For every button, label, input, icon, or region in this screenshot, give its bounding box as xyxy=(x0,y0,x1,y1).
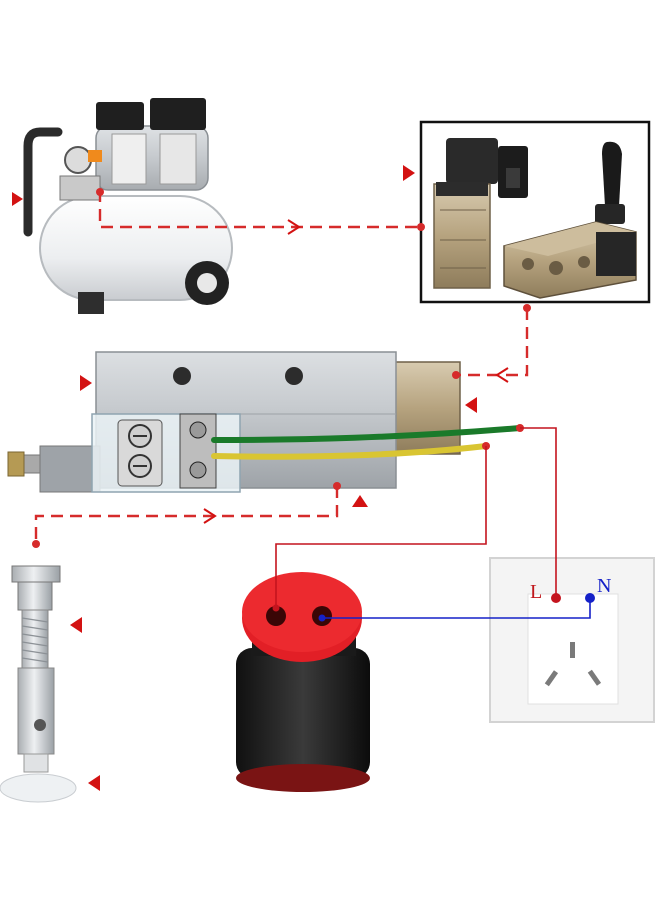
lamp-neutral-terminal xyxy=(318,614,326,622)
outlet-label-neutral: N xyxy=(597,575,611,597)
connection-dots xyxy=(32,188,531,548)
indicator-lamp-icon xyxy=(236,572,370,792)
flow-arrows xyxy=(203,219,509,524)
proximity-sensor-icon xyxy=(0,565,77,803)
marker-cable xyxy=(352,495,368,507)
marker-sensor-lower xyxy=(88,775,100,791)
solenoid-valve-icon xyxy=(433,138,528,289)
air-lines xyxy=(34,190,529,544)
marker-cylinder xyxy=(80,375,92,391)
cable-wires xyxy=(211,425,523,460)
neutral-wire xyxy=(322,598,591,619)
marker-compressor xyxy=(12,192,23,206)
marker-valve xyxy=(403,165,415,181)
air-compressor-icon xyxy=(23,98,233,314)
neutral-terminal xyxy=(585,593,595,603)
live-terminal xyxy=(551,593,561,603)
hand-lever-valve-icon xyxy=(503,141,637,299)
wall-socket-icon xyxy=(489,557,655,723)
markers xyxy=(12,165,477,791)
outlet-label-live: L xyxy=(530,581,542,603)
live-wire xyxy=(275,427,557,608)
marker-cylinder-cap xyxy=(465,397,477,413)
lamp-live-terminal xyxy=(272,604,280,612)
marker-sensor-upper xyxy=(70,617,82,633)
terminal-block-icon xyxy=(91,413,241,493)
